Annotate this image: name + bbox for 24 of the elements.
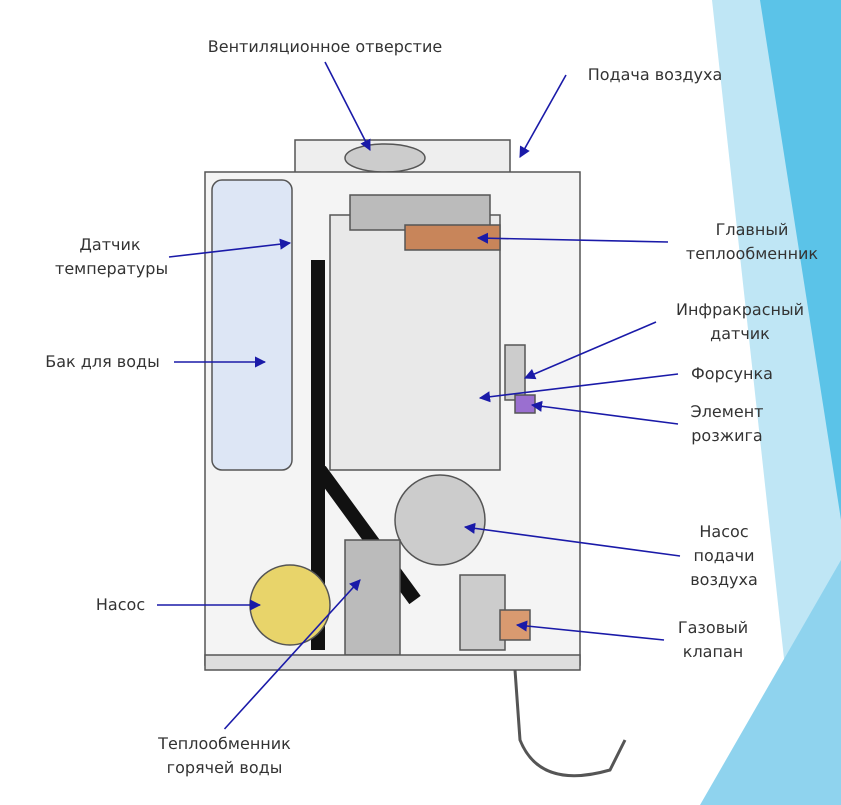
leader-line [516,620,664,641]
leader-line [324,62,371,151]
callout-label: Газовый клапан [668,616,758,664]
leader-line [168,238,292,258]
callout-label: Вентиляционное отверстие [190,35,460,59]
leader-line [174,356,266,368]
callout-label: Элемент розжига [682,400,772,448]
leader-line [476,232,668,244]
callout-label: Бак для воды [35,350,170,374]
callout-label: Теплообменник горячей воды [142,732,307,780]
callout-label: Насос подачи воздуха [684,520,764,592]
leader-line [519,74,567,158]
leader-line [464,522,680,557]
callout-label: Форсунка [682,362,782,386]
leader-line [524,321,656,380]
callout-label: Насос [88,593,153,617]
leader-line [224,579,361,730]
leader-line [478,373,678,402]
callout-label: Датчик температуры [55,233,165,281]
leader-line [157,599,262,611]
leader-line [530,400,678,425]
callout-label: Подача воздуха [570,63,740,87]
callout-label: Главный теплообменник [672,218,832,266]
callout-label: Инфракрасный датчик [660,298,820,346]
